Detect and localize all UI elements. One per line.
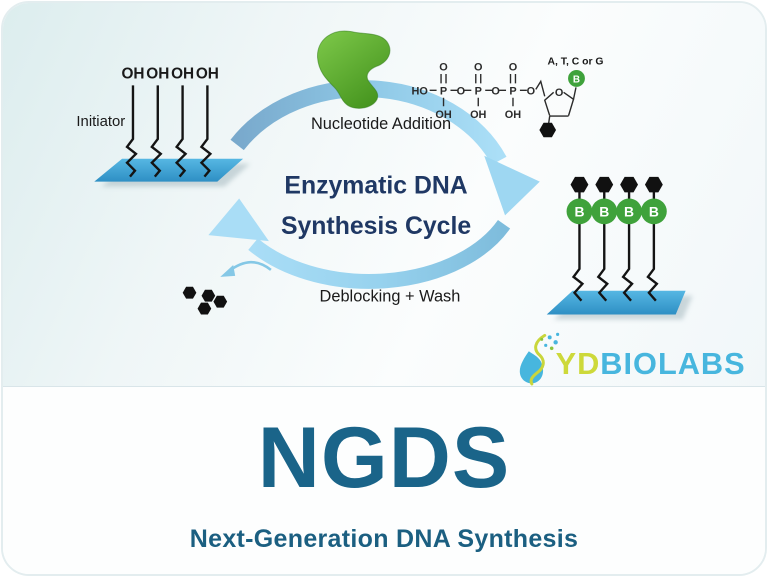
initiator-surface xyxy=(94,158,244,182)
atom-ho: HO xyxy=(412,85,429,97)
ring-oxygen: O xyxy=(555,87,564,99)
step-nucleotide-addition-label: Nucleotide Addition xyxy=(311,115,451,133)
released-blocking-groups xyxy=(182,286,228,315)
droplet-icon xyxy=(519,351,544,384)
initiator-strand xyxy=(199,85,213,178)
hydroxyl-label: OH xyxy=(146,65,169,82)
footer-section: NGDS Next-Generation DNA Synthesis xyxy=(3,387,765,574)
nucleotide-structure: HO O P OH O O P OH O O P OH O xyxy=(412,57,604,138)
atom-oh: OH xyxy=(470,109,486,121)
atom-o: O xyxy=(491,85,500,97)
product-strand: B xyxy=(566,176,593,302)
hydroxyl-label: OH xyxy=(196,65,219,82)
atom-o: O xyxy=(509,61,518,73)
atom-o: O xyxy=(457,85,466,97)
cycle-title-line1: Enzymatic DNA xyxy=(284,173,467,200)
synthesis-cycle-svg: OH OH OH OH Initiator B xyxy=(76,30,745,386)
base-letter: B xyxy=(599,203,609,219)
blocking-group-icon xyxy=(539,122,557,138)
product-assembly: B B B B xyxy=(546,176,693,320)
hydroxyl-label: OH xyxy=(121,65,144,82)
cycle-title-line2: Synthesis Cycle xyxy=(281,213,471,240)
atom-o: O xyxy=(439,61,448,73)
atom-p: P xyxy=(509,85,516,97)
cycle-arrow-bottom xyxy=(208,198,511,289)
logo-dots-icon xyxy=(540,332,560,351)
cycle-arrowhead-left-icon xyxy=(208,198,269,242)
base-options-label: A, T, C or G xyxy=(547,57,603,68)
product-strand: B xyxy=(640,176,667,302)
initiator-strand xyxy=(150,85,163,178)
atom-o: O xyxy=(474,61,483,73)
atom-oh: OH xyxy=(435,109,451,121)
yd-biolabs-logo: YD BIOLABS xyxy=(519,332,745,386)
polymerase-enzyme-icon xyxy=(317,30,391,109)
atom-p: P xyxy=(475,85,482,97)
product-subtitle: Next-Generation DNA Synthesis xyxy=(189,525,579,553)
base-circle-icon xyxy=(568,69,585,87)
product-strand: B xyxy=(616,176,642,302)
initiator-strand xyxy=(174,85,188,178)
product-strand: B xyxy=(591,176,618,302)
base-letter: B xyxy=(624,203,634,219)
hydroxyl-label: OH xyxy=(171,65,194,82)
atom-oh: OH xyxy=(505,109,521,121)
base-letter: B xyxy=(649,203,659,219)
base-letter: B xyxy=(573,74,580,85)
product-acronym: NGDS xyxy=(257,410,511,506)
synthesis-cycle-diagram: OH OH OH OH Initiator B xyxy=(3,3,765,387)
atom-p: P xyxy=(440,85,447,97)
initiator-strand xyxy=(125,85,138,178)
product-surface xyxy=(546,290,686,315)
initiator-assembly: OH OH OH OH Initiator xyxy=(76,65,251,187)
base-letter: B xyxy=(574,203,584,219)
cycle-arrowhead-right-icon xyxy=(484,155,540,216)
deblock-release-arrow-icon xyxy=(220,260,272,277)
dna-swirl-icon xyxy=(529,333,547,386)
atom-o: O xyxy=(527,85,536,97)
logo-word1: YD xyxy=(556,346,601,381)
initiator-label: Initiator xyxy=(76,114,125,130)
logo-word2: BIOLABS xyxy=(600,346,745,381)
step-deblocking-wash-label: Deblocking + Wash xyxy=(320,288,461,306)
